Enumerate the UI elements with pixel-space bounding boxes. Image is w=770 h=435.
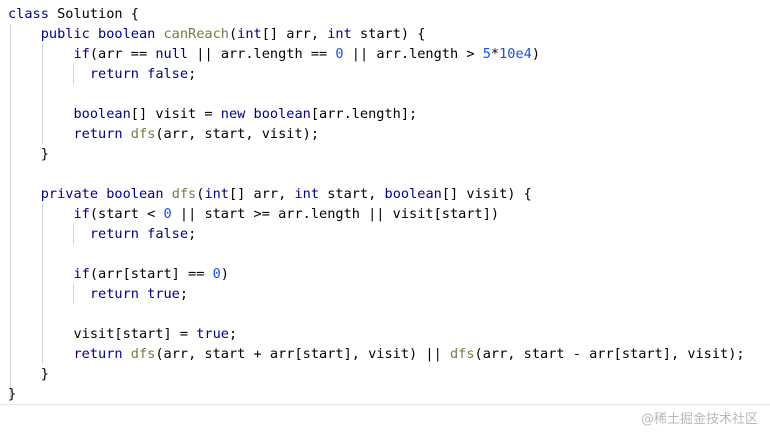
code-line: } (8, 144, 49, 164)
code-line: private boolean dfs(int[] arr, int start… (8, 184, 532, 204)
code-token-plain: } (8, 366, 49, 382)
code-line: if(arr[start] == 0) (8, 264, 229, 284)
code-line: } (8, 364, 49, 384)
code-token-keyword: int (204, 186, 229, 202)
code-token-plain: Solution { (57, 6, 139, 22)
code-token-number: 0 (163, 206, 172, 222)
indent-guide-line (73, 224, 74, 244)
code-token-plain: (arr, start - arr[start], visit); (474, 346, 745, 362)
code-token-plain: (start < (89, 206, 164, 222)
code-token-method: dfs (171, 186, 197, 202)
code-token-plain: [] visit) { (441, 186, 532, 202)
code-token-plain: (arr, start + arr[start], visit) || (155, 346, 450, 362)
code-token-keyword: true (196, 326, 229, 342)
indent-guide-line (10, 24, 11, 400)
code-line: return false; (8, 224, 196, 244)
code-token-plain: ; (188, 226, 197, 242)
code-token-keyword: public boolean (8, 26, 164, 42)
code-token-plain: ( (228, 26, 238, 42)
watermark-text: @稀土掘金技术社区 (640, 412, 758, 427)
code-line: return false; (8, 64, 196, 84)
code-line: class Solution { (8, 4, 139, 24)
code-token-keyword: class (8, 6, 58, 22)
code-token-number: 0 (335, 46, 344, 62)
code-token-plain: } (8, 386, 17, 402)
code-line: public boolean canReach(int[] arr, int s… (8, 24, 426, 44)
code-token-keyword: private boolean (8, 186, 172, 202)
code-token-plain: * (490, 46, 500, 62)
code-token-plain: start, (319, 186, 385, 202)
code-token-plain: (arr, start, visit); (155, 126, 320, 142)
code-token-plain: [] arr, (229, 186, 295, 202)
code-token-keyword: int (327, 26, 352, 42)
code-token-keyword: return (8, 346, 131, 362)
code-token-plain: ) (531, 46, 541, 62)
code-token-plain: (arr[start] == (89, 266, 213, 282)
code-line: return dfs(arr, start + arr[start], visi… (8, 344, 745, 364)
code-token-plain: || start >= arr.length || visit[start]) (171, 206, 500, 222)
code-token-keyword: int (237, 26, 262, 42)
code-token-plain: ; (188, 66, 197, 82)
code-line: return dfs(arr, start, visit); (8, 124, 319, 144)
code-token-keyword: null (155, 46, 189, 62)
code-token-plain: (arr == (89, 46, 156, 62)
code-token-number: 5 (482, 46, 491, 62)
code-editor[interactable]: class Solution { public boolean canReach… (0, 0, 770, 405)
code-line: if(arr == null || arr.length == 0 || arr… (8, 44, 540, 64)
code-token-method: dfs (130, 126, 156, 142)
indent-guide-line (73, 64, 74, 84)
code-token-plain: visit[start] = (8, 326, 197, 342)
code-token-keyword: return true (8, 286, 180, 302)
code-token-plain: ( (196, 186, 205, 202)
code-token-method: dfs (130, 346, 156, 362)
code-token-keyword: return false (8, 226, 189, 242)
code-line: } (8, 384, 16, 404)
code-token-keyword: if (8, 266, 90, 282)
code-token-keyword: return (8, 126, 131, 142)
editor-bottom-border (0, 404, 770, 405)
code-line: boolean[] visit = new boolean[arr.length… (8, 104, 417, 124)
code-token-keyword: int (294, 186, 320, 202)
code-token-plain: || arr.length > (343, 46, 483, 62)
indent-guide-line (42, 44, 43, 144)
code-token-keyword: return false (8, 66, 189, 82)
code-token-plain: ; (229, 326, 238, 342)
code-token-plain: ; (179, 286, 189, 302)
code-token-keyword: new boolean (220, 106, 311, 122)
code-token-plain: [] visit = (130, 106, 221, 122)
code-token-plain: [arr.length]; (310, 106, 418, 122)
code-token-keyword: boolean (384, 186, 442, 202)
code-token-number: 10e4 (499, 46, 532, 62)
code-token-plain: ) (220, 266, 229, 282)
code-token-keyword: if (8, 46, 90, 62)
code-token-plain: || arr.length == (188, 46, 336, 62)
code-line: visit[start] = true; (8, 324, 237, 344)
indent-guide-line (42, 204, 43, 364)
code-token-method: canReach (163, 26, 229, 42)
code-line: if(start < 0 || start >= arr.length || v… (8, 204, 499, 224)
code-token-method: dfs (449, 346, 475, 362)
code-token-keyword: boolean (8, 106, 131, 122)
code-token-number: 0 (212, 266, 221, 282)
code-token-keyword: if (8, 206, 90, 222)
code-token-plain: [] arr, (261, 26, 328, 42)
code-token-plain: } (8, 146, 49, 162)
code-token-plain: start) { (351, 26, 426, 42)
indent-guide-line (73, 284, 74, 304)
code-line: return true; (8, 284, 188, 304)
